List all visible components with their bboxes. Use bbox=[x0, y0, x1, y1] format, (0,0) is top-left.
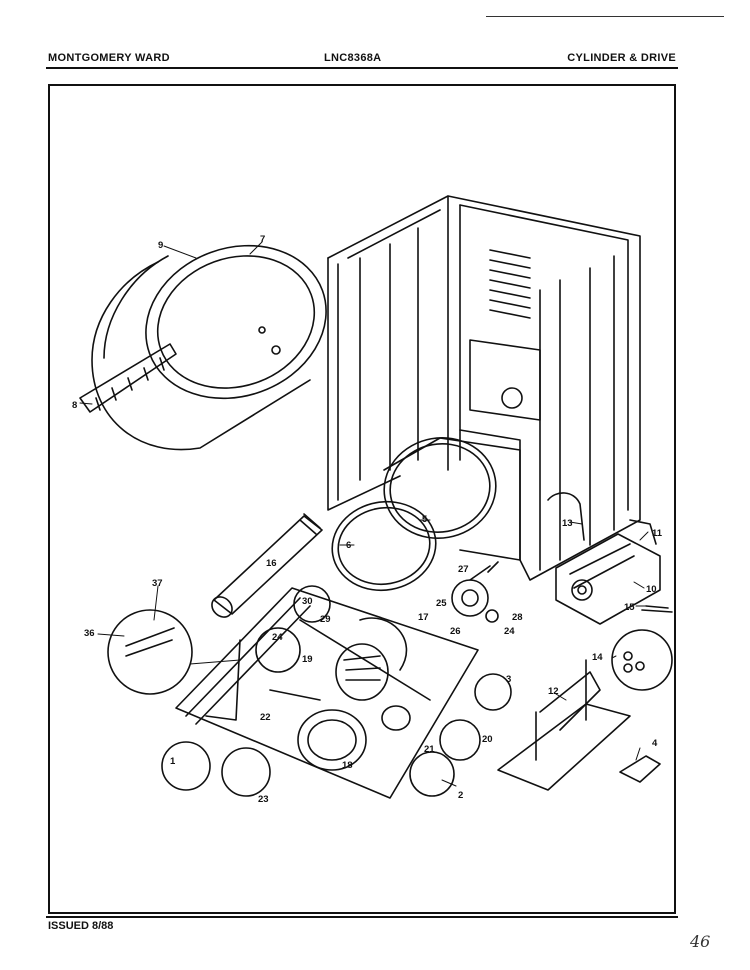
callout-11: 11 bbox=[652, 528, 663, 539]
callout-17: 17 bbox=[418, 612, 429, 623]
callout-22: 22 bbox=[260, 712, 271, 723]
callout-36: 36 bbox=[84, 628, 95, 639]
callout-1: 1 bbox=[170, 756, 176, 767]
detail-circle-24 bbox=[255, 627, 301, 673]
footer-rule bbox=[46, 916, 678, 918]
callout-7: 7 bbox=[260, 234, 265, 245]
callout-26: 26 bbox=[450, 626, 461, 637]
callout-4: 4 bbox=[652, 738, 658, 749]
callout-18: 18 bbox=[342, 760, 353, 771]
callout-12: 12 bbox=[548, 686, 559, 697]
header-rule bbox=[46, 67, 678, 69]
drive-motor bbox=[547, 492, 673, 625]
callout-25: 25 bbox=[436, 598, 447, 609]
model-number: LNC8368A bbox=[324, 52, 382, 64]
dryer-base bbox=[175, 587, 479, 799]
brand-name: MONTGOMERY WARD bbox=[48, 52, 170, 64]
callout-20: 20 bbox=[482, 734, 493, 745]
callout-16: 16 bbox=[266, 558, 277, 569]
callout-6: 6 bbox=[346, 540, 351, 551]
callout-5: 5 bbox=[422, 514, 428, 525]
detail-circle-23 bbox=[221, 747, 271, 797]
callout-numbers: 9 7 8 5 6 16 13 11 10 15 27 25 28 24 26 … bbox=[72, 234, 663, 805]
callout-30: 30 bbox=[302, 596, 313, 607]
scan-rule bbox=[486, 16, 724, 17]
callout-28: 28 bbox=[512, 612, 523, 623]
detail-circle-30 bbox=[293, 585, 331, 623]
diagram-frame bbox=[48, 84, 676, 914]
callout-29: 29 bbox=[320, 614, 331, 625]
callout-19: 19 bbox=[302, 654, 313, 665]
callout-27: 27 bbox=[458, 564, 469, 575]
drum-baffle bbox=[79, 343, 177, 413]
detail-circle-3 bbox=[474, 673, 512, 711]
detail-circle-1 bbox=[161, 741, 211, 791]
detail-circle-14 bbox=[611, 629, 673, 691]
section-title: CYLINDER & DRIVE bbox=[567, 52, 676, 64]
callout-8: 8 bbox=[72, 400, 77, 411]
callout-3: 3 bbox=[506, 674, 511, 685]
drum-cylinder bbox=[91, 244, 327, 451]
bulkhead-rings bbox=[331, 437, 521, 592]
callout-10: 10 bbox=[646, 584, 657, 595]
issue-date: ISSUED 8/88 bbox=[48, 920, 114, 932]
callout-2: 2 bbox=[458, 790, 463, 801]
detail-circle-20 bbox=[439, 719, 481, 761]
callout-21: 21 bbox=[424, 744, 435, 755]
callout-14: 14 bbox=[592, 652, 603, 663]
motor-bracket bbox=[497, 659, 631, 791]
callout-9: 9 bbox=[158, 240, 163, 251]
callout-23: 23 bbox=[258, 794, 269, 805]
idler-pulley bbox=[451, 561, 499, 623]
callout-15: 15 bbox=[624, 602, 635, 613]
exhaust-duct bbox=[211, 513, 323, 618]
detail-circle-2 bbox=[409, 751, 455, 797]
handwritten-note: 46 bbox=[690, 932, 711, 951]
callout-13: 13 bbox=[562, 518, 573, 529]
detail-circle-36 bbox=[107, 609, 193, 695]
callout-24b: 24 bbox=[272, 632, 283, 643]
dryer-cabinet bbox=[327, 195, 641, 581]
callout-37: 37 bbox=[152, 578, 163, 589]
felt-seal bbox=[125, 627, 175, 657]
leader-lines bbox=[79, 241, 649, 787]
bracket-small bbox=[619, 755, 661, 783]
callout-24: 24 bbox=[504, 626, 515, 637]
